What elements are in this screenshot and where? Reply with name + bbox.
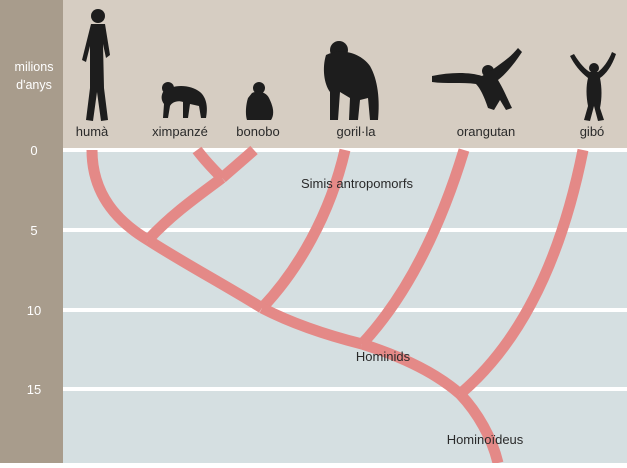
species-label-gibbon: gibó: [580, 124, 605, 139]
axis-tick-label: 5: [30, 223, 37, 238]
clade-label-hominoids: Hominoïdeus: [447, 432, 524, 447]
axis-title-line2: d'anys: [16, 78, 52, 92]
species-label-gorilla: goril·la: [336, 124, 376, 139]
species-label-orangutan: orangutan: [457, 124, 516, 139]
axis-tick-label: 10: [27, 303, 41, 318]
clade-label-hominids: Hominids: [356, 349, 411, 364]
clade-label-apes: Simis antropomorfs: [301, 176, 413, 191]
axis-tick-label: 15: [27, 382, 41, 397]
axis-title-line1: milions: [15, 60, 54, 74]
species-label-bonobo: bonobo: [236, 124, 279, 139]
species-label-human: humà: [76, 124, 109, 139]
axis-tick-label: 0: [30, 143, 37, 158]
species-label-chimpanzee: ximpanzé: [152, 124, 208, 139]
